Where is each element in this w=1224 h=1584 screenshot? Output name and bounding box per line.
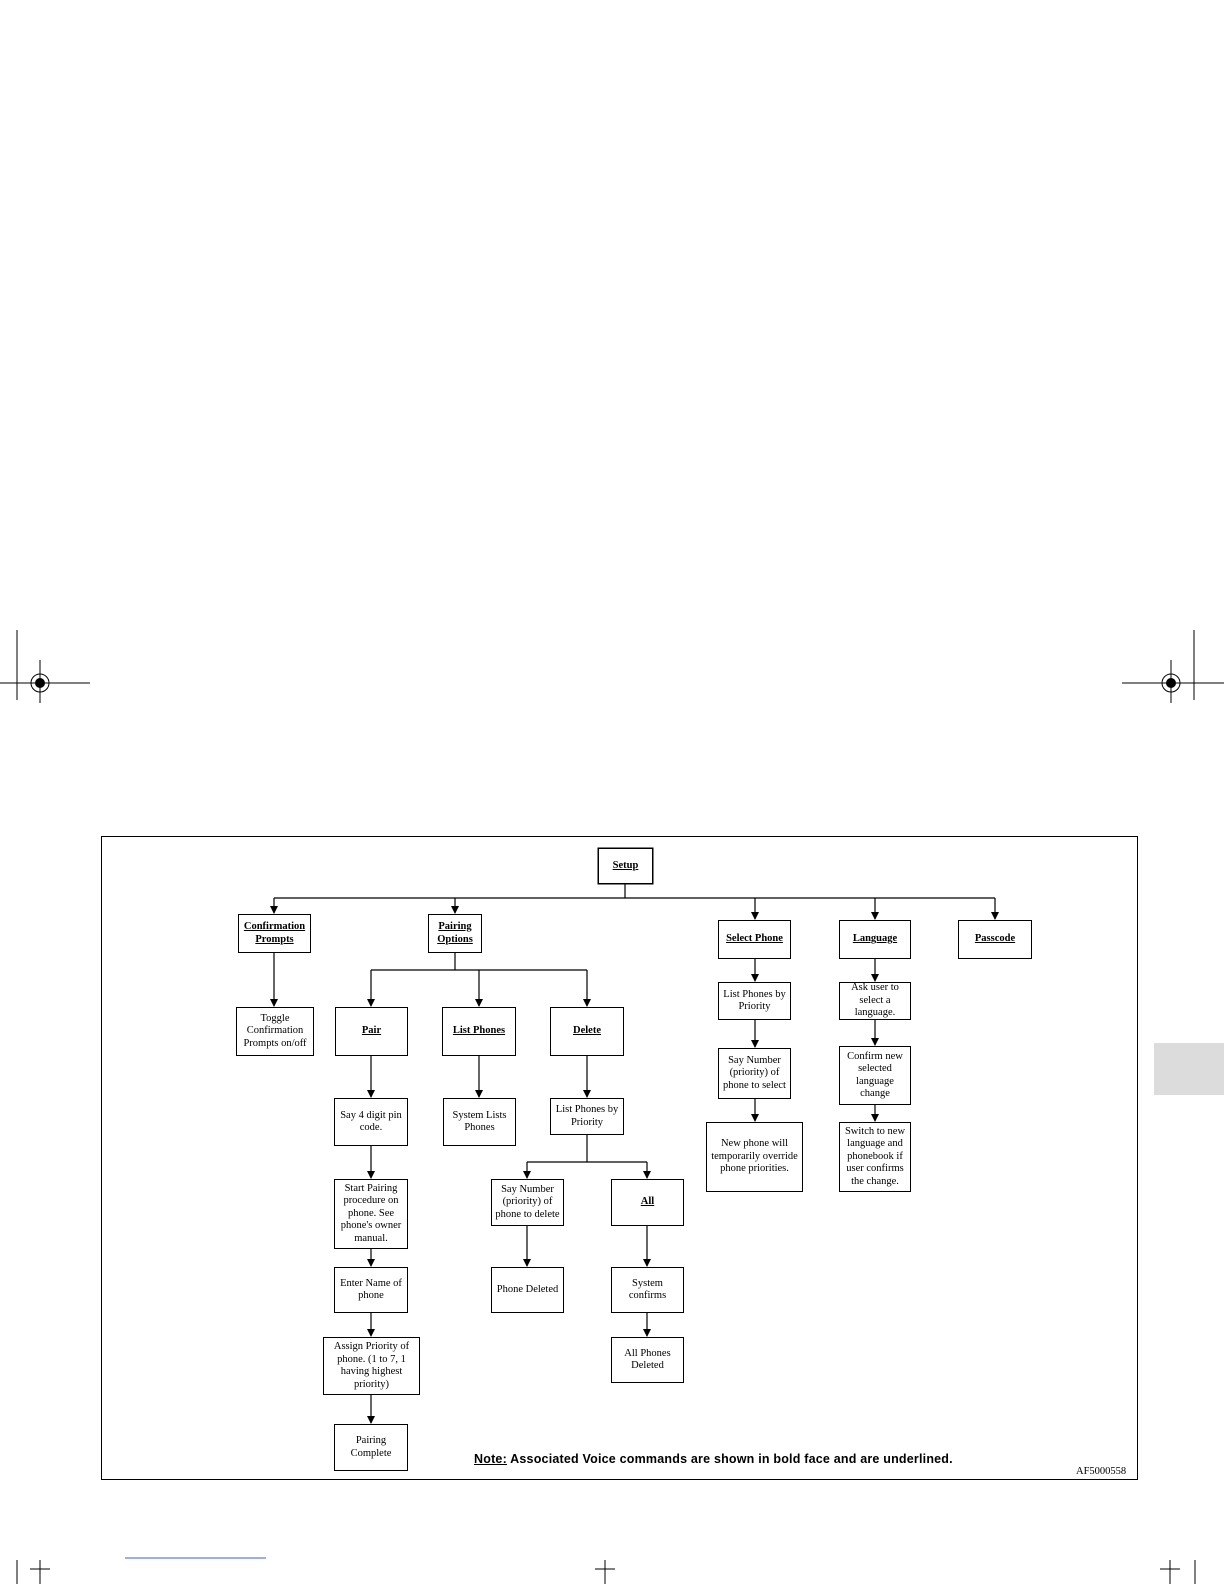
say-number-select-node: Say Number (priority) of phone to select [718,1048,791,1099]
pair-node: Pair [335,1007,408,1056]
toggle-confirmation-node: Toggle Confirmation Prompts on/off [236,1007,314,1056]
say-number-delete-node: Say Number (priority) of phone to delete [491,1179,564,1226]
list-phones-node: List Phones [442,1007,516,1056]
note-text: Associated Voice commands are shown in b… [510,1452,953,1466]
pairing-complete-node: Pairing Complete [334,1424,408,1471]
crop-marks-bottom [16,1557,1196,1584]
all-phones-deleted-node: All Phones Deleted [611,1337,684,1383]
passcode-node: Passcode [958,920,1032,959]
all-node: All [611,1179,684,1226]
phone-deleted-node: Phone Deleted [491,1267,564,1313]
setup-node: Setup [598,848,653,884]
switch-language-node: Switch to new language and phonebook if … [839,1122,911,1192]
confirm-language-node: Confirm new selected language change [839,1046,911,1105]
say-pin-node: Say 4 digit pin code. [334,1098,408,1146]
pairing-options-node: Pairing Options [428,914,482,953]
section-tab [1154,1043,1224,1095]
note-label: Note: [474,1452,507,1466]
registration-mark-right [1122,630,1224,703]
enter-name-node: Enter Name of phone [334,1267,408,1313]
confirmation-prompts-node: Confirmation Prompts [238,914,311,953]
list-phones-by-priority-delete-node: List Phones by Priority [550,1098,624,1135]
ask-user-language-node: Ask user to select a language. [839,982,911,1020]
new-phone-override-node: New phone will temporarily override phon… [706,1122,803,1192]
delete-node: Delete [550,1007,624,1056]
diagram-note: Note: Associated Voice commands are show… [474,1452,953,1466]
list-phones-by-priority-select-node: List Phones by Priority [718,982,791,1020]
system-lists-phones-node: System Lists Phones [443,1098,516,1146]
registration-mark-left [0,630,90,703]
assign-priority-node: Assign Priority of phone. (1 to 7, 1 hav… [323,1337,420,1395]
select-phone-node: Select Phone [718,920,791,959]
language-node: Language [839,920,911,959]
diagram-frame [101,836,1138,1480]
figure-id: AF5000558 [1076,1466,1127,1477]
system-confirms-node: System confirms [611,1267,684,1313]
start-pairing-node: Start Pairing procedure on phone. See ph… [334,1179,408,1249]
